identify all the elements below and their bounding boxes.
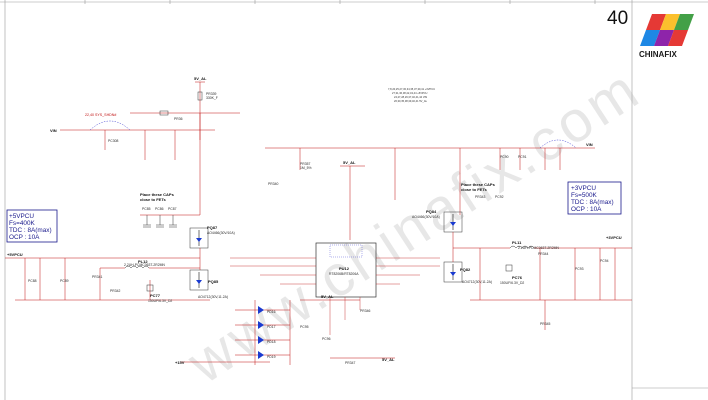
note-caps-right-2: close to FETs: [461, 187, 487, 192]
vin-right-rail: [459, 139, 595, 215]
svg-text:PD18: PD18: [267, 340, 276, 344]
left-output-path: [5, 248, 210, 301]
rail-5v-al-top: 5V_AL: [194, 76, 207, 81]
svg-text:PR339: PR339: [206, 92, 216, 96]
vin-left-rail: [60, 120, 215, 215]
svg-text:PC87: PC87: [168, 207, 177, 211]
controller-ic: PU12 RT8206B/RT8206A: [315, 242, 377, 298]
svg-text:330K_F: 330K_F: [206, 96, 218, 100]
svg-text:PR347: PR347: [345, 361, 355, 365]
svg-text:Fs=400K: Fs=400K: [9, 220, 35, 227]
svg-text:PR343: PR343: [475, 195, 485, 199]
net-sys-shdn: 22,40 SYS_SHDN#: [85, 113, 116, 117]
svg-text:PQ82: PQ82: [460, 267, 471, 272]
component-labels: PR339 330K_F PR36 PR357 1M_5% PR340 PC30…: [28, 92, 609, 365]
svg-text:PC95: PC95: [300, 325, 309, 329]
svg-text:PD19: PD19: [267, 355, 276, 359]
svg-text:AO4712(30V,11.2A): AO4712(30V,11.2A): [198, 295, 228, 299]
svg-text:PC85: PC85: [142, 207, 151, 211]
watermark: www.chinafix.com: [176, 55, 652, 396]
rail-15v: +15V: [175, 360, 185, 365]
rail-5vpcu: +5VPCU: [7, 252, 23, 257]
mid-5v-al-rail: [265, 147, 460, 240]
svg-text:1M_5%: 1M_5%: [300, 166, 312, 170]
svg-text:PC88: PC88: [28, 279, 37, 283]
svg-text:Fs=500K: Fs=500K: [571, 192, 597, 199]
right-output-path: [452, 232, 632, 330]
svg-text:24,27,28,29,37,40,41,44 VIN: 24,27,28,29,37,40,41,44 VIN: [394, 95, 427, 99]
rail-vin-left: VIN: [50, 128, 57, 133]
svg-text:PQ85: PQ85: [208, 279, 219, 284]
svg-text:26,30,35,38,39,40,41 5V_AL: 26,30,35,38,39,40,41 5V_AL: [394, 99, 428, 103]
svg-text:TDC : 8A(max): TDC : 8A(max): [9, 227, 52, 234]
diode-symbols: [258, 306, 264, 359]
svg-text:+5VPCU: +5VPCU: [9, 213, 34, 220]
svg-text:OCP : 10A: OCP : 10A: [571, 206, 602, 213]
svg-text:PC89: PC89: [60, 279, 69, 283]
logo-text: CHINAFIX: [639, 50, 677, 59]
svg-text:AO4712(30V,11.2A): AO4712(30V,11.2A): [462, 280, 492, 284]
net-legend: 7,8,20,25,27,30,34,35,37,39,41 +3VPCU 27…: [388, 87, 435, 103]
svg-text:PR36: PR36: [174, 117, 183, 121]
svg-text:PC77: PC77: [150, 293, 161, 298]
svg-text:PC91: PC91: [518, 155, 527, 159]
inductor-pl12-ref: PL12: [138, 259, 148, 264]
svg-text:PD16: PD16: [267, 310, 276, 314]
rail-3vpcu: +3VPCU: [606, 235, 622, 240]
svg-text:AO4466(30V/10A): AO4466(30V/10A): [412, 215, 440, 219]
svg-text:150UF/6.3V_D2: 150UF/6.3V_D2: [148, 299, 172, 303]
inductor-pl12-value: 2.2UH-PCMC063T-2R2MN: [124, 263, 165, 267]
svg-text:PR341: PR341: [92, 275, 102, 279]
svg-text:PC92: PC92: [495, 195, 504, 199]
rail-vin-right: VIN: [586, 142, 593, 147]
mosfet-pq85: PQ85 AO4712(30V,11.2A): [189, 269, 228, 299]
note-caps-left-1: Place these CAPs: [140, 192, 175, 197]
svg-text:PC76: PC76: [512, 275, 523, 280]
svg-text:PC86: PC86: [155, 207, 164, 211]
rail-5v-al-low: 5V_AL: [321, 294, 334, 299]
note-caps-left-2: close to FETs: [140, 197, 166, 202]
rail-5v-al-mid: 5V_AL: [343, 160, 356, 165]
mosfet-pq82: PQ82 AO4712(30V,11.2A): [443, 261, 492, 284]
svg-text:TDC : 8A(max): TDC : 8A(max): [571, 199, 614, 206]
chinafix-logo: CHINAFIX: [639, 14, 694, 59]
inductor-pl11-value: 2.2UH-PCMC063T-2R2MN: [518, 246, 559, 250]
svg-text:7,8,20,25,27,30,34,35,37,39,41: 7,8,20,25,27,30,34,35,37,39,41 +3VPCU: [388, 87, 435, 91]
svg-text:PR345: PR345: [540, 322, 550, 326]
svg-text:PC90: PC90: [500, 155, 509, 159]
mosfet-pq87: PQ87 AO4466(30V/10A): [189, 225, 235, 249]
svg-text:OCP : 10A: OCP : 10A: [9, 234, 40, 241]
page-number: 40: [607, 8, 628, 29]
svg-text:PC308: PC308: [108, 139, 118, 143]
svg-text:PC96: PC96: [322, 337, 331, 341]
cap-pc76: PC76 150UF/6.3V_D2: [500, 264, 524, 285]
cap-pc77: PC77 150UF/6.3V_D2: [146, 284, 172, 303]
ic-pins: [230, 257, 440, 335]
svg-text:PR357: PR357: [300, 162, 310, 166]
left-input-caps: [140, 214, 200, 228]
svg-text:PQ87: PQ87: [207, 225, 218, 230]
svg-text:AO4466(30V/10A): AO4466(30V/10A): [207, 231, 235, 235]
svg-text:PQ84: PQ84: [426, 209, 437, 214]
svg-text:PD17: PD17: [267, 325, 276, 329]
svg-text:PR340: PR340: [268, 182, 278, 186]
svg-text:150UF/6.3V_D2: 150UF/6.3V_D2: [500, 281, 524, 285]
note-caps-right-1: Place these CAPs: [461, 182, 496, 187]
svg-text:PU12: PU12: [339, 266, 350, 271]
svg-text:27,31,36,38,42,43,44 +5VPCU: 27,31,36,38,42,43,44 +5VPCU: [392, 91, 428, 95]
svg-text:+3VPCU: +3VPCU: [571, 185, 596, 192]
svg-text:PC94: PC94: [600, 259, 609, 263]
svg-text:PR344: PR344: [538, 252, 548, 256]
spec-box-5vpcu: +5VPCU Fs=400K TDC : 8A(max) OCP : 10A: [6, 209, 58, 243]
rail-5v-al-bottom: 5V_AL: [382, 357, 395, 362]
spec-box-3vpcu: +3VPCU Fs=500K TDC : 8A(max) OCP : 10A: [567, 181, 622, 215]
inductor-pl11-ref: PL11: [512, 240, 522, 245]
svg-text:PC93: PC93: [575, 267, 584, 271]
svg-text:RT8206B/RT8206A: RT8206B/RT8206A: [329, 272, 359, 276]
top-5v-al-chain: [130, 81, 240, 140]
svg-text:PR342: PR342: [110, 289, 120, 293]
svg-text:PR346: PR346: [360, 309, 370, 313]
